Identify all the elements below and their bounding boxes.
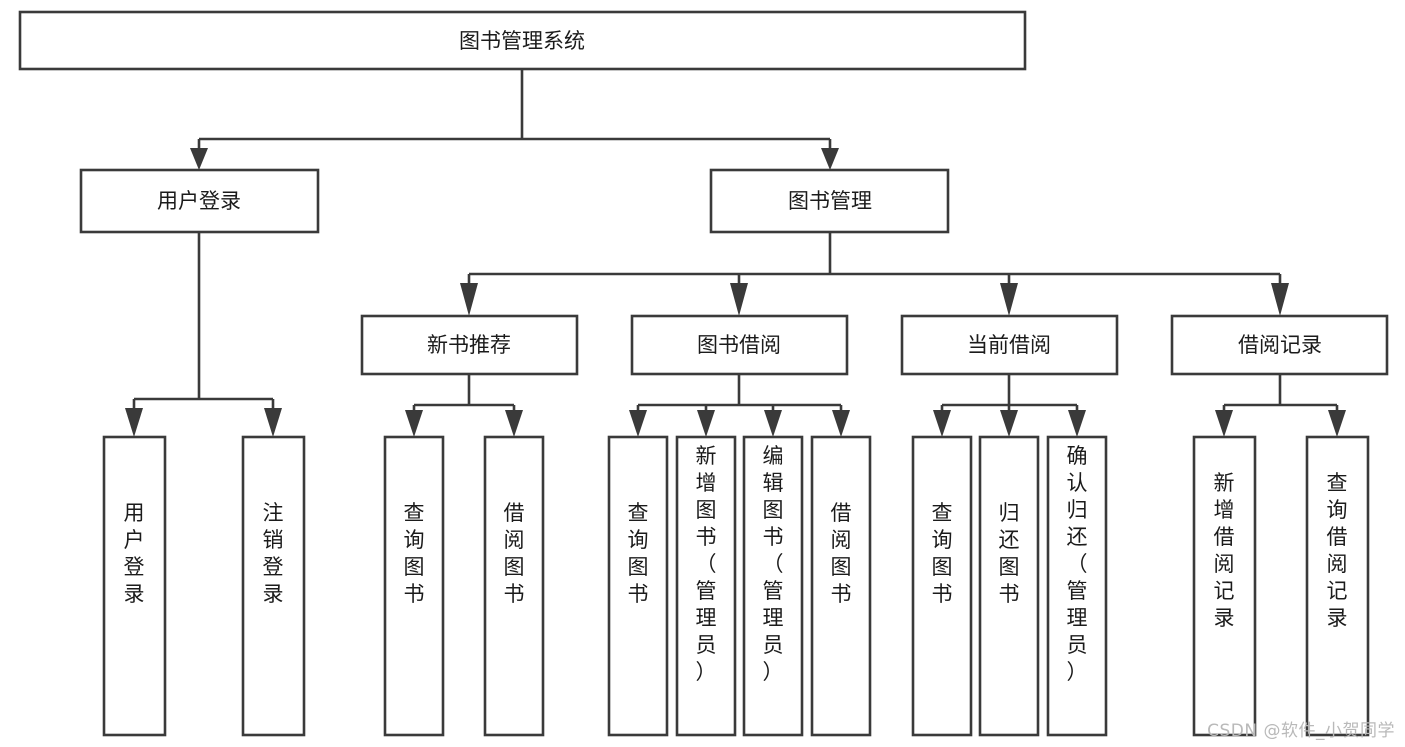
leaf-node-confirm-return-box[interactable] <box>1046 435 1108 737</box>
leaf-node-query-book-borrow-box[interactable] <box>607 435 669 737</box>
leaf-node-query-borrow-record-box[interactable] <box>1305 435 1370 737</box>
node-borrow-record-box[interactable] <box>1170 314 1389 376</box>
leaf-node-edit-book-label: 编辑图书（管理员） <box>763 444 784 684</box>
arrow-to-leaf-query-book-c <box>933 410 951 437</box>
leaf-node-query-book-rec-box[interactable] <box>383 435 445 737</box>
csdn-watermark: CSDN @软件_小贺同学 <box>1207 721 1395 741</box>
node-root-box[interactable] <box>18 10 1027 71</box>
node-root[interactable]: 图书管理系统 <box>18 10 1027 71</box>
arrow-to-leaf-logout <box>264 408 282 437</box>
leaf-node-add-borrow-record-box[interactable] <box>1192 435 1257 737</box>
arrow-to-leaf-query-record <box>1328 410 1346 437</box>
leaf-node-user-login-box[interactable] <box>102 435 167 737</box>
leaf-node-query-book-borrow[interactable]: 查询图书 <box>607 435 669 737</box>
leaf-node-logout[interactable]: 注销登录 <box>241 435 306 737</box>
arrow-to-new-book-rec <box>460 283 478 316</box>
leaf-node-logout-label: 注销登录 <box>263 501 284 606</box>
leaf-node-query-borrow-record-label: 查询借阅记录 <box>1327 471 1348 630</box>
arrow-to-leaf-user-login <box>125 408 143 437</box>
arrow-to-leaf-borrow-book-b <box>832 410 850 437</box>
leaf-node-borrow-book-rec[interactable]: 借阅图书 <box>483 435 545 737</box>
node-current-borrow[interactable]: 当前借阅 <box>900 314 1119 376</box>
arrow-to-borrow-record <box>1271 283 1289 316</box>
node-root-label: 图书管理系统 <box>459 29 585 53</box>
leaf-node-query-book-rec-label: 查询图书 <box>404 501 425 606</box>
leaf-node-borrow-book-rec-box[interactable] <box>483 435 545 737</box>
leaf-node-confirm-return[interactable]: 确认归还（管理员） <box>1046 435 1108 737</box>
arrow-to-current-borrow <box>1000 283 1018 316</box>
leaf-node-add-borrow-record[interactable]: 新增借阅记录 <box>1192 435 1257 737</box>
leaf-node-borrow-book-borrow-label: 借阅图书 <box>831 501 852 606</box>
arrow-to-leaf-borrow-book-a <box>505 410 523 437</box>
leaf-node-user-login[interactable]: 用户登录 <box>102 435 167 737</box>
arrow-to-leaf-add-book <box>697 410 715 437</box>
arrow-to-leaf-query-book-b <box>629 410 647 437</box>
node-user-login-label: 用户登录 <box>157 189 241 213</box>
node-current-borrow-label: 当前借阅 <box>967 333 1051 357</box>
arrow-root-to-user-login <box>190 148 208 170</box>
leaf-node-edit-book-box[interactable] <box>742 435 804 737</box>
arrow-to-leaf-edit-book <box>764 410 782 437</box>
leaf-node-query-book-current-label: 查询图书 <box>932 501 953 606</box>
node-book-borrow[interactable]: 图书借阅 <box>630 314 849 376</box>
connector-layer <box>125 69 1346 437</box>
arrow-to-leaf-confirm-return <box>1068 410 1086 437</box>
node-new-book-recommend-box[interactable] <box>360 314 579 376</box>
arrow-root-to-book-mgmt <box>821 148 839 170</box>
node-book-management-box[interactable] <box>709 168 950 234</box>
leaf-node-edit-book[interactable]: 编辑图书（管理员） <box>742 435 804 737</box>
leaf-node-confirm-return-label: 确认归还（管理员） <box>1067 444 1088 684</box>
node-new-book-recommend[interactable]: 新书推荐 <box>360 314 579 376</box>
node-book-borrow-label: 图书借阅 <box>697 333 781 357</box>
leaf-node-return-book-label: 归还图书 <box>999 501 1020 606</box>
leaf-node-add-book-box[interactable] <box>675 435 737 737</box>
leaf-node-add-book-label: 新增图书（管理员） <box>696 444 717 684</box>
node-book-management-label: 图书管理 <box>788 189 872 213</box>
leaf-node-query-book-current[interactable]: 查询图书 <box>911 435 973 737</box>
node-user-login-box[interactable] <box>79 168 320 234</box>
leaf-node-query-book-borrow-label: 查询图书 <box>628 501 649 606</box>
node-borrow-record[interactable]: 借阅记录 <box>1170 314 1389 376</box>
arrow-to-leaf-return-book <box>1000 410 1018 437</box>
leaf-node-add-borrow-record-label: 新增借阅记录 <box>1214 471 1235 630</box>
leaf-node-query-book-rec[interactable]: 查询图书 <box>383 435 445 737</box>
node-book-management[interactable]: 图书管理 <box>709 168 950 234</box>
node-user-login[interactable]: 用户登录 <box>79 168 320 234</box>
leaf-node-query-borrow-record[interactable]: 查询借阅记录 <box>1305 435 1370 737</box>
arrow-to-leaf-query-book-a <box>405 410 423 437</box>
arrow-to-leaf-add-record <box>1215 410 1233 437</box>
leaf-node-logout-box[interactable] <box>241 435 306 737</box>
node-new-book-recommend-label: 新书推荐 <box>427 333 511 357</box>
leaf-node-user-login-label: 用户登录 <box>124 501 145 606</box>
node-book-borrow-box[interactable] <box>630 314 849 376</box>
leaf-node-borrow-book-borrow-box[interactable] <box>810 435 872 737</box>
leaf-node-return-book-box[interactable] <box>978 435 1040 737</box>
leaf-node-borrow-book-rec-label: 借阅图书 <box>504 501 525 606</box>
leaf-node-borrow-book-borrow[interactable]: 借阅图书 <box>810 435 872 737</box>
leaf-node-add-book[interactable]: 新增图书（管理员） <box>675 435 737 737</box>
arrow-to-book-borrow <box>730 283 748 316</box>
node-borrow-record-label: 借阅记录 <box>1238 333 1322 357</box>
leaf-node-return-book[interactable]: 归还图书 <box>978 435 1040 737</box>
node-current-borrow-box[interactable] <box>900 314 1119 376</box>
leaf-node-query-book-current-box[interactable] <box>911 435 973 737</box>
